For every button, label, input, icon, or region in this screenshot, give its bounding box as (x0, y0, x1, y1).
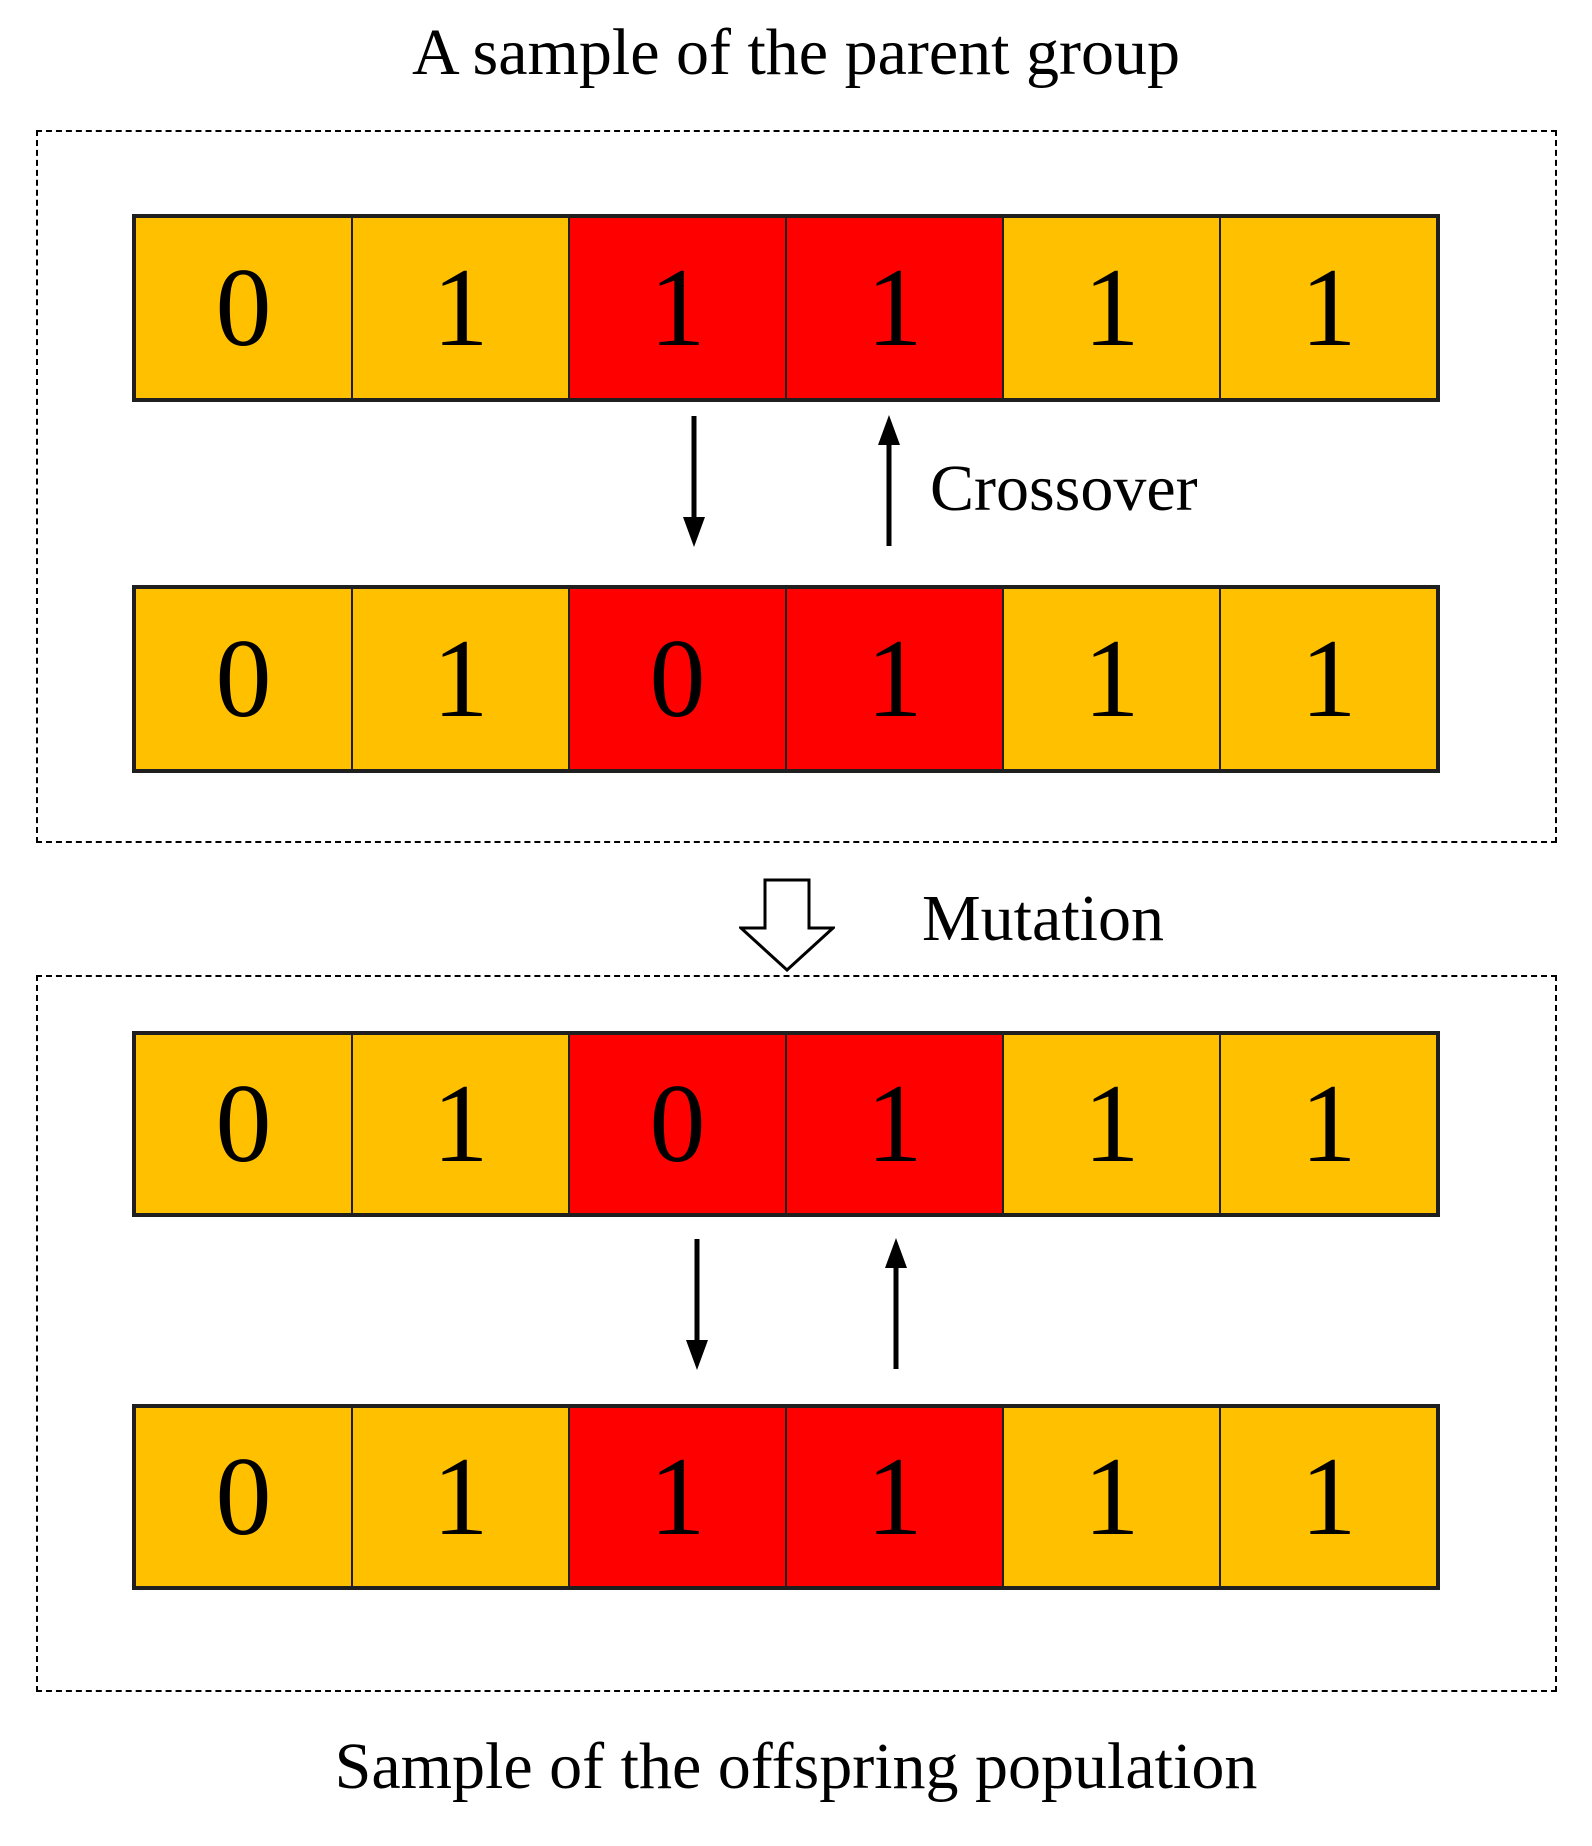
crossover-label: Crossover (930, 452, 1198, 525)
gene-cell: 1 (1002, 1035, 1219, 1213)
gene-cell: 1 (785, 1035, 1002, 1213)
offspring-population-box (36, 975, 1557, 1692)
gene-cell: 1 (351, 1408, 568, 1586)
gene-cell: 1 (351, 218, 568, 398)
parent-group-box (36, 130, 1557, 843)
gene-cell: 1 (785, 589, 1002, 769)
gene-cell: 1 (568, 1408, 785, 1586)
mutation-label: Mutation (922, 882, 1164, 955)
up-arrow-icon (885, 1238, 907, 1369)
gene-cell: 1 (785, 218, 1002, 398)
up-arrow-icon (878, 415, 900, 546)
gene-cell: 1 (1219, 1408, 1436, 1586)
chromosome-row-parent-1: 0 1 1 1 1 1 (132, 214, 1440, 402)
gene-cell: 1 (568, 218, 785, 398)
gene-cell: 1 (1002, 1408, 1219, 1586)
gene-cell: 1 (1002, 589, 1219, 769)
gene-cell: 1 (785, 1408, 1002, 1586)
chromosome-row-parent-2: 0 1 0 1 1 1 (132, 585, 1440, 773)
diagram-title: A sample of the parent group (412, 16, 1180, 89)
gene-cell: 1 (1219, 589, 1436, 769)
gene-cell: 0 (568, 589, 785, 769)
gene-cell: 0 (136, 589, 351, 769)
chromosome-row-offspring-1: 0 1 0 1 1 1 (132, 1031, 1440, 1217)
gene-cell: 1 (1219, 218, 1436, 398)
gene-cell: 1 (1219, 1035, 1436, 1213)
down-arrow-icon (683, 416, 705, 547)
gene-cell: 1 (1002, 218, 1219, 398)
gene-cell: 0 (568, 1035, 785, 1213)
down-arrow-icon (686, 1239, 708, 1370)
gene-cell: 0 (136, 1035, 351, 1213)
mutation-hollow-down-arrow-icon (739, 878, 835, 972)
gene-cell: 0 (136, 1408, 351, 1586)
gene-cell: 0 (136, 218, 351, 398)
gene-cell: 1 (351, 1035, 568, 1213)
diagram-caption: Sample of the offspring population (334, 1730, 1258, 1803)
chromosome-row-offspring-2: 0 1 1 1 1 1 (132, 1404, 1440, 1590)
gene-cell: 1 (351, 589, 568, 769)
